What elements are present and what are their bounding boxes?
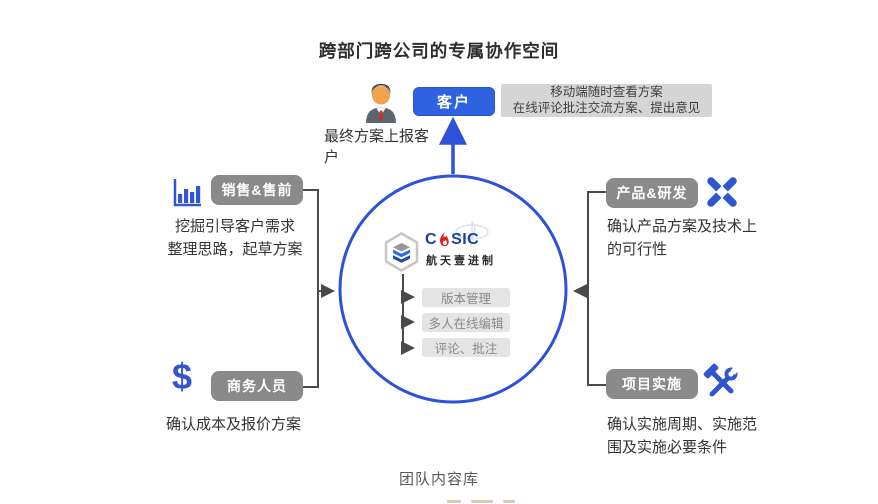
casic-emblem-icon <box>455 221 489 241</box>
role-desc-sales: 挖掘引导客户需求 整理思路，起草方案 <box>167 218 303 258</box>
tools-icon <box>703 363 741 397</box>
dollar-icon: $ <box>172 356 193 397</box>
brand-name: 航天壹进制 <box>426 255 496 267</box>
role-button-implementation: 项目实施 <box>606 369 698 399</box>
cropped-content-artifact <box>447 500 517 503</box>
footer-caption: 团队内容库 <box>398 471 479 488</box>
feature-box-co-editing: 多人在线编辑 <box>422 313 510 332</box>
cross-nodes-icon <box>707 177 737 207</box>
role-desc-implementation: 确认实施周期、实施范 围及实施必要条件 <box>607 416 758 456</box>
role-desc-product: 确认产品方案及技术上 的可行性 <box>607 218 758 258</box>
left-connector <box>299 189 319 388</box>
businessman-avatar-icon <box>366 84 396 123</box>
feature-box-comment-annotate: 评论、批注 <box>422 338 510 357</box>
casic-letters-sic: SIC <box>451 231 480 248</box>
casic-letter-c: C <box>425 231 438 248</box>
casic-logo-text: C SIC <box>425 231 479 249</box>
customer-note: 移动端随时查看方案 在线评论批注交流方案、提出意见 <box>501 84 712 117</box>
role-button-product: 产品&研发 <box>606 178 698 208</box>
customer-button: 客户 <box>413 87 495 116</box>
final-proposal-caption: 最终方案上报客户 <box>324 128 430 166</box>
collaboration-circle <box>338 174 568 404</box>
hexagon-layers-logo <box>384 232 419 272</box>
role-button-business: 商务人员 <box>211 371 303 401</box>
feature-box-version-control: 版本管理 <box>422 288 510 307</box>
flame-icon <box>440 232 449 247</box>
bar-chart-icon <box>173 179 201 207</box>
right-connector <box>587 191 608 386</box>
role-button-sales: 销售&售前 <box>211 175 303 205</box>
page-title: 跨部门跨公司的专属协作空间 <box>318 41 560 61</box>
role-desc-business: 确认成本及报价方案 <box>166 416 302 433</box>
